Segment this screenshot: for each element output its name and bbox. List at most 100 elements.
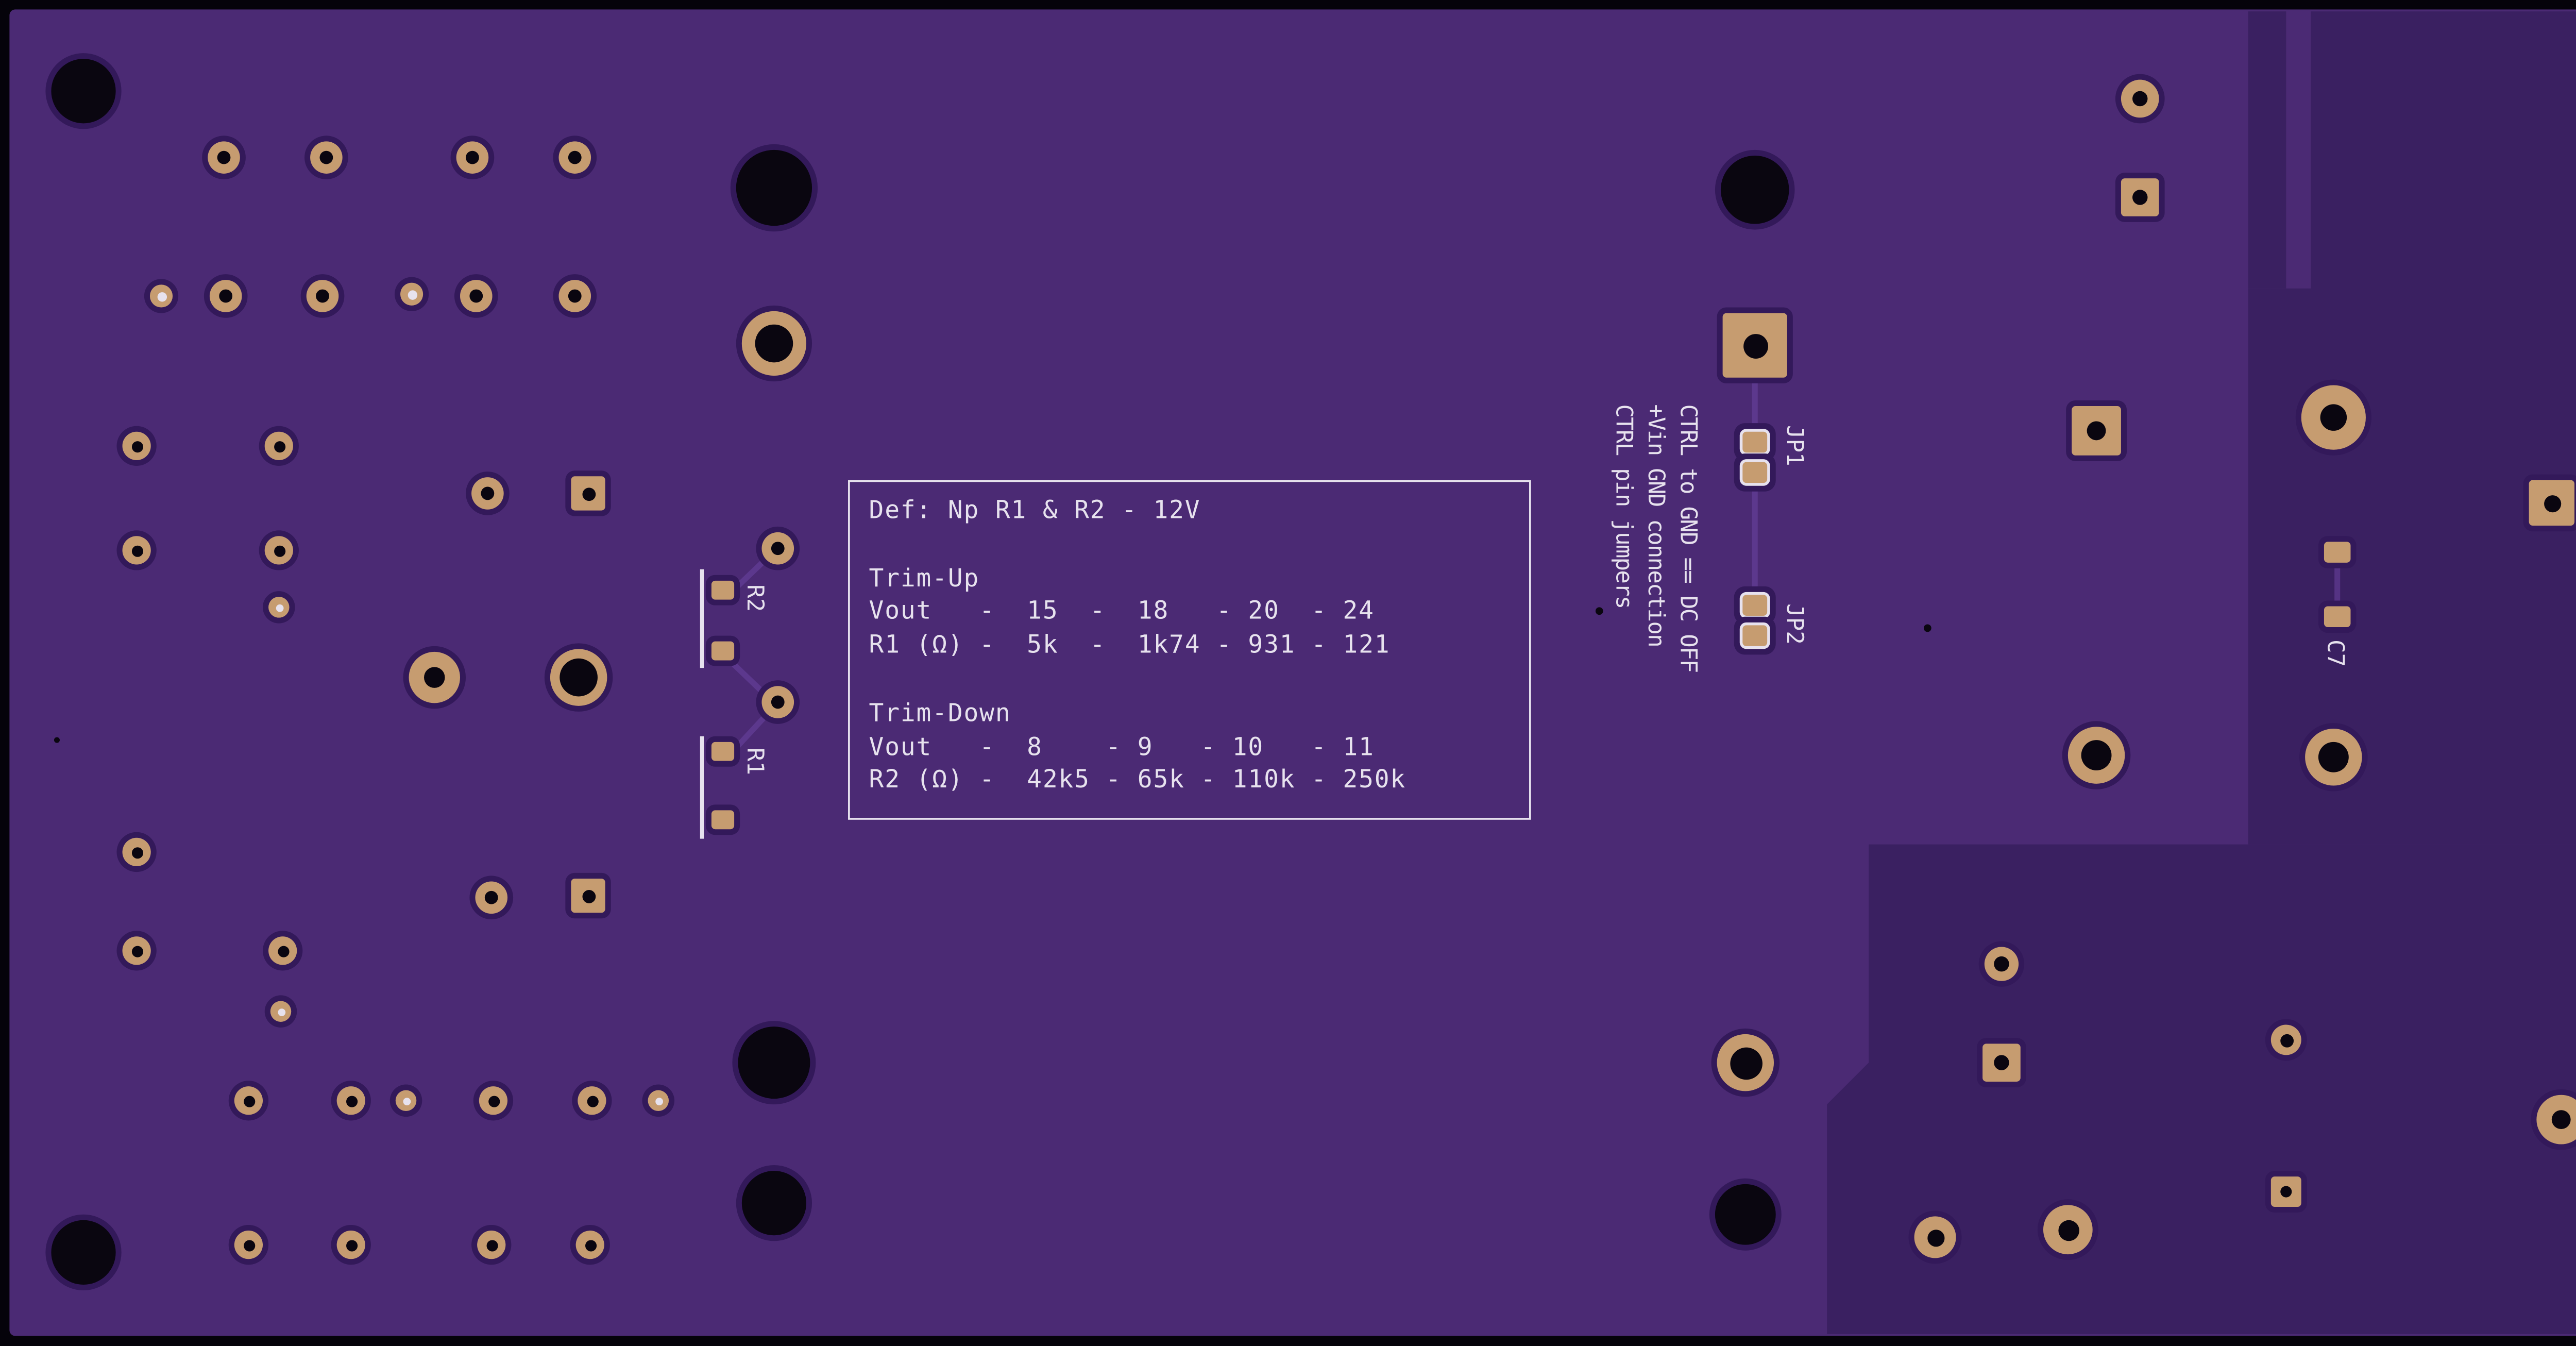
square-through-hole-pad <box>1982 1044 2021 1082</box>
pour-region-top-right <box>2248 11 2576 845</box>
silkscreen-text-line: Vout - 8 - 9 - 10 - 11 <box>869 733 1375 762</box>
drill-hole <box>755 324 793 363</box>
pour-region-top-right-sliver <box>2248 11 2286 289</box>
smd-pad <box>1742 431 1768 453</box>
square-through-hole-pad <box>1722 313 1787 378</box>
smd-pad <box>711 641 735 661</box>
through-hole-pad <box>264 431 293 460</box>
through-hole-pad <box>578 1086 606 1115</box>
label-r2: R2 <box>741 584 769 612</box>
drill-hole <box>2318 742 2349 772</box>
silkscreen-text-line: Vout - 15 - 18 - 20 - 24 <box>869 598 1375 627</box>
via-center <box>654 1097 663 1105</box>
through-hole-pad <box>2121 79 2159 118</box>
label-jp1: JP1 <box>1781 425 1808 466</box>
drill-hole <box>771 695 785 709</box>
drill-hole <box>1742 333 1768 358</box>
mounting-hole <box>1720 155 1789 224</box>
pad-layer <box>9 9 2576 1336</box>
via-center <box>156 291 166 301</box>
drill-hole <box>2132 190 2148 205</box>
smd-pad <box>1742 625 1768 646</box>
through-hole-pad <box>336 1231 365 1259</box>
mounting-hole <box>741 1171 807 1236</box>
drill-hole <box>219 289 233 303</box>
through-hole-pad <box>550 649 607 706</box>
through-hole-pad <box>471 477 504 510</box>
silkscreen-note-vin-gnd-connection: +Vin GND connection <box>1642 404 1670 647</box>
through-hole-pad <box>761 686 794 718</box>
square-through-hole-pad <box>2072 406 2121 456</box>
drill-dot <box>1923 624 1931 632</box>
drill-hole <box>2087 421 2106 441</box>
drill-hole <box>2280 1186 2292 1198</box>
drill-hole <box>469 289 483 303</box>
through-hole-pad <box>336 1086 365 1115</box>
label-jp2: JP2 <box>1781 603 1808 645</box>
mounting-hole <box>51 1220 116 1285</box>
drill-hole <box>1994 956 2009 972</box>
silkscreen-text-line <box>869 529 1529 563</box>
through-hole-pad <box>1717 1034 1774 1091</box>
label-r1: R1 <box>741 747 769 776</box>
drill-hole <box>586 1095 598 1106</box>
through-hole-pad <box>409 651 460 703</box>
silkscreen-outline-r2 <box>700 569 703 668</box>
smd-pad <box>2324 542 2351 563</box>
drill-hole <box>316 289 329 303</box>
silkscreen-text-line: R1 (Ω) - 5k - 1k74 - 931 - 121 <box>869 632 1391 661</box>
mounting-hole <box>736 149 812 226</box>
silkscreen-text-line: Trim-Down <box>869 700 1011 729</box>
through-hole-pad <box>761 532 794 565</box>
drill-hole <box>131 440 143 452</box>
silkscreen-text-line <box>869 664 1529 698</box>
drill-hole <box>2320 404 2347 431</box>
drill-hole <box>273 544 285 556</box>
via-center <box>277 1007 285 1016</box>
square-through-hole-pad <box>571 476 605 511</box>
through-hole-pad <box>234 1086 263 1115</box>
smd-pad <box>1742 462 1768 483</box>
drill-hole <box>568 150 582 164</box>
smd-pad <box>711 742 735 761</box>
through-hole-pad <box>2536 1095 2576 1145</box>
via <box>395 1090 417 1112</box>
drill-hole <box>217 150 231 164</box>
silkscreen-text-line: R2 (Ω) - 42k5 - 65k - 110k - 250k <box>869 767 1406 796</box>
smd-pad <box>711 810 735 830</box>
mounting-hole <box>1715 1184 1776 1245</box>
drill-hole <box>243 1095 255 1106</box>
drill-hole <box>2081 740 2112 771</box>
smd-pad <box>2324 606 2351 628</box>
through-hole-pad <box>2305 729 2362 786</box>
through-hole-pad <box>122 431 151 460</box>
mounting-hole <box>51 59 116 124</box>
silkscreen-note-ctrl-pin-jumpers: CTRL pin jumpers <box>1611 404 1637 609</box>
through-hole-pad <box>2067 727 2125 784</box>
silkscreen-layer: Def: Np R1 & R2 - 12V Trim-Up Vout - 15 … <box>9 9 2576 1336</box>
square-through-hole-pad <box>2121 178 2159 216</box>
drill-hole <box>485 1239 497 1251</box>
drill-hole <box>481 486 495 500</box>
pcb-board: Def: Np R1 & R2 - 12V Trim-Up Vout - 15 … <box>9 9 2576 1336</box>
drill-hole <box>1729 1046 1762 1079</box>
through-hole-pad <box>208 141 240 174</box>
square-through-hole-pad <box>571 878 605 913</box>
drill-dot <box>1595 607 1603 615</box>
drill-hole <box>424 667 445 688</box>
via-center <box>275 603 283 611</box>
through-hole-pad <box>456 141 489 174</box>
via-center <box>406 289 417 299</box>
through-hole-pad <box>264 536 293 565</box>
through-hole-pad <box>460 280 493 312</box>
through-hole-pad <box>122 936 151 965</box>
via <box>268 597 290 618</box>
via <box>149 284 173 308</box>
silkscreen-text-line: Trim-Up <box>869 564 980 594</box>
through-hole-pad <box>234 1231 263 1259</box>
drill-hole <box>568 289 582 303</box>
via-center <box>402 1097 410 1105</box>
drill-hole <box>771 542 785 556</box>
through-hole-pad <box>122 536 151 565</box>
drill-hole <box>131 544 143 556</box>
